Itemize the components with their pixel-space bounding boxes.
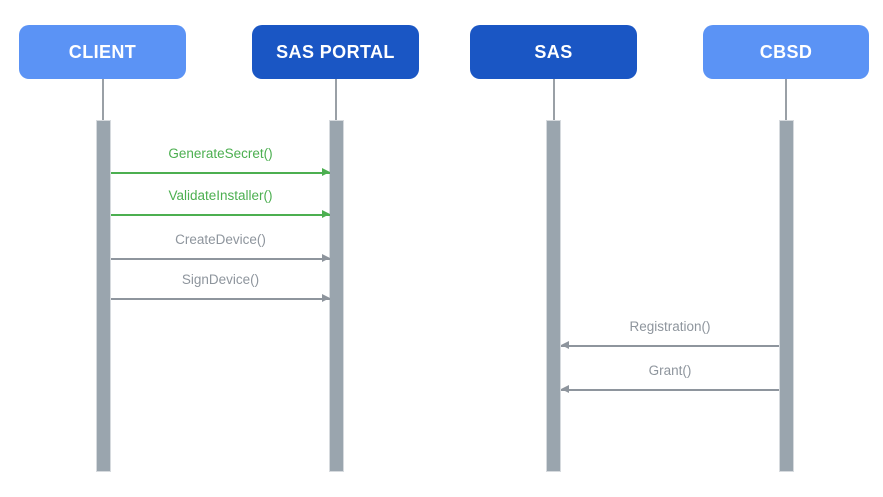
message-line-grant xyxy=(561,389,779,391)
actor-box-sas-portal[interactable]: SAS PORTAL xyxy=(252,25,419,79)
lifeline-stem-sas-portal xyxy=(335,79,337,120)
actor-box-cbsd[interactable]: CBSD xyxy=(703,25,869,79)
message-arrowhead-sign-device xyxy=(322,294,330,303)
message-arrowhead-create-device xyxy=(322,254,330,263)
message-arrowhead-registration xyxy=(561,341,569,350)
message-line-sign-device xyxy=(111,298,330,300)
message-line-create-device xyxy=(111,258,330,260)
message-label-generate-secret: GenerateSecret() xyxy=(168,146,273,161)
actor-box-client[interactable]: CLIENT xyxy=(19,25,186,79)
message-label-create-device: CreateDevice() xyxy=(175,232,266,247)
actor-label-client: CLIENT xyxy=(68,41,137,62)
actor-label-cbsd: CBSD xyxy=(759,41,813,62)
message-line-validate-installer xyxy=(111,214,330,216)
activation-bar-sas xyxy=(546,120,561,472)
message-arrowhead-validate-installer xyxy=(322,210,330,219)
activation-bar-cbsd xyxy=(779,120,794,472)
message-label-sign-device: SignDevice() xyxy=(181,272,260,287)
message-label-validate-installer: ValidateInstaller() xyxy=(168,188,273,203)
lifeline-stem-sas xyxy=(553,79,555,120)
activation-bar-client xyxy=(96,120,111,472)
activation-bar-sas-portal xyxy=(329,120,344,472)
message-arrowhead-grant xyxy=(561,385,569,394)
message-label-registration: Registration() xyxy=(629,319,711,334)
message-label-grant: Grant() xyxy=(648,363,692,378)
lifeline-stem-client xyxy=(102,79,104,120)
lifeline-stem-cbsd xyxy=(785,79,787,120)
message-arrowhead-generate-secret xyxy=(322,168,330,177)
actor-box-sas[interactable]: SAS xyxy=(470,25,637,79)
message-line-registration xyxy=(561,345,779,347)
actor-label-sas-portal: SAS PORTAL xyxy=(276,41,395,62)
actor-label-sas: SAS xyxy=(534,41,573,62)
message-line-generate-secret xyxy=(111,172,330,174)
